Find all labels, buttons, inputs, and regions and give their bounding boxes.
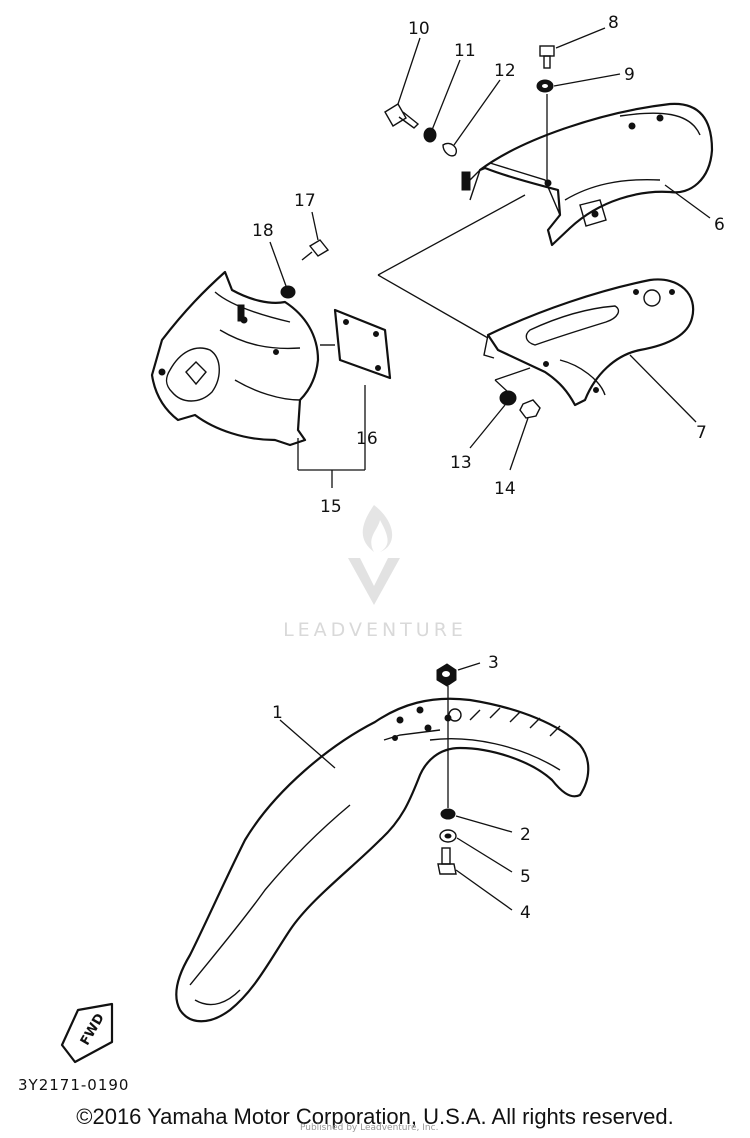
leader-lines xyxy=(269,27,711,911)
part-15-front-panel xyxy=(150,270,320,447)
v-mark-icon xyxy=(348,558,400,605)
part-7-fender-bracket xyxy=(483,278,695,407)
copyright-notice: ©2016 Yamaha Motor Corporation, U.S.A. A… xyxy=(76,1104,674,1129)
part-1-front-fender xyxy=(175,697,590,1023)
diagram-code: 3Y2171-0190 xyxy=(18,1076,129,1094)
callout-13: 13 xyxy=(450,453,472,473)
callout-5: 5 xyxy=(520,867,531,887)
part-16-plate xyxy=(320,308,392,380)
callout-12: 12 xyxy=(494,61,516,81)
callout-15: 15 xyxy=(320,497,342,517)
publisher-credit: Published by Leadventure, Inc. xyxy=(300,1123,439,1133)
callout-3: 3 xyxy=(488,653,499,673)
watermark-text: LEADVENTURE xyxy=(283,619,467,641)
fwd-text: FWD xyxy=(78,1011,108,1048)
callout-10: 10 xyxy=(408,19,430,39)
callout-6: 6 xyxy=(714,215,725,235)
fwd-arrow-icon: FWD xyxy=(60,1002,114,1064)
part-6-rear-fender xyxy=(461,102,714,247)
callout-7: 7 xyxy=(696,423,707,443)
callout-14: 14 xyxy=(494,479,516,499)
hardware xyxy=(280,45,555,875)
callout-18: 18 xyxy=(252,221,274,241)
callout-labels: 1 2 3 4 5 6 7 8 9 10 11 12 13 14 15 16 1… xyxy=(252,13,725,923)
callout-1: 1 xyxy=(272,703,283,723)
callout-8: 8 xyxy=(608,13,619,33)
callout-4: 4 xyxy=(520,903,531,923)
callout-11: 11 xyxy=(454,41,476,61)
callout-2: 2 xyxy=(520,825,531,845)
leadventure-watermark: LEADVENTURE xyxy=(283,505,467,641)
callout-17: 17 xyxy=(294,191,316,211)
flame-icon xyxy=(362,505,393,552)
callout-9: 9 xyxy=(624,65,635,85)
callout-16: 16 xyxy=(356,429,378,449)
